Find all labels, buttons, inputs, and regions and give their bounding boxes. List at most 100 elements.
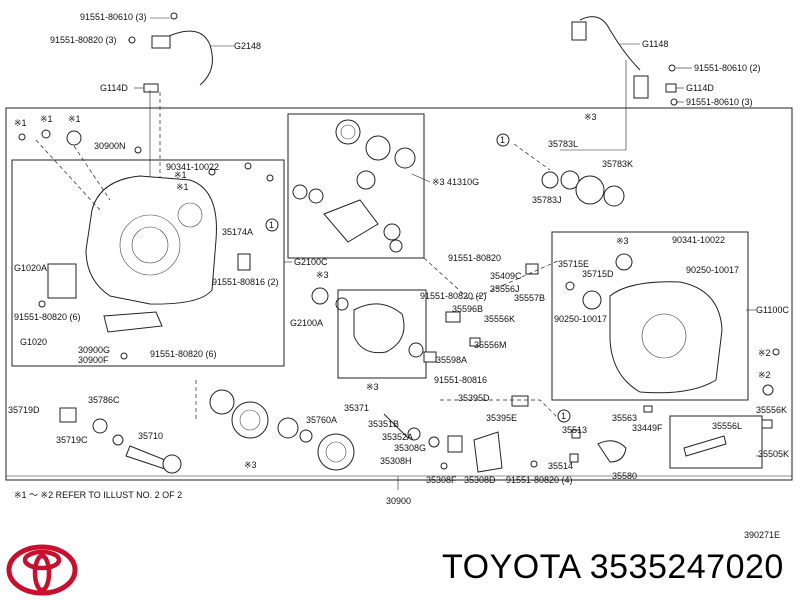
seal-35719d <box>59 407 77 423</box>
part-label: 90250-10017 <box>554 314 607 324</box>
bolt-30900n <box>134 146 142 154</box>
diff-washer-4 <box>389 239 403 253</box>
part-label: 35710 <box>138 431 163 441</box>
gasket-g1020 <box>103 311 163 333</box>
bearing-lower-2 <box>277 417 299 439</box>
housing-bore <box>641 313 687 359</box>
center-diff-box <box>337 289 427 379</box>
case-subassembly-box <box>11 159 285 367</box>
part-label: 90341-10022 <box>672 235 725 245</box>
part-label: 35505K <box>758 449 789 459</box>
part-label: 35786C <box>88 395 120 405</box>
washer-center <box>335 297 349 311</box>
part-label: 35715D <box>582 269 614 279</box>
gear-lower-1-hub <box>239 409 261 431</box>
dash-case-1 <box>35 139 101 211</box>
drive-gear-hub <box>325 441 347 463</box>
seal-35715e <box>615 253 633 271</box>
transfer-housing <box>609 281 723 394</box>
case-bore <box>119 214 181 276</box>
plug-right <box>772 348 780 356</box>
bolt-top-right <box>668 64 676 72</box>
part-label: 35783J <box>532 195 562 205</box>
callout-circle-2 <box>265 218 279 232</box>
plate-35308g <box>447 435 463 453</box>
dash-center-2 <box>440 399 561 421</box>
gear-35351b <box>407 427 421 441</box>
part-label: 91551-80610 (2) <box>694 63 761 73</box>
bearing-35783k <box>603 185 625 207</box>
part-label: 35556L <box>712 421 742 431</box>
sensor-35556m <box>469 337 481 347</box>
part-label: G1148 <box>642 39 668 49</box>
bolt-35308h <box>440 462 448 470</box>
sensor-g1020a <box>47 263 77 299</box>
part-label: 90341-10022 <box>166 162 219 172</box>
part-label: 35174A <box>222 227 253 237</box>
bearing-35783j <box>541 171 559 189</box>
star-mark: ※3 <box>244 460 257 470</box>
part-label: 91551-80820 (2) <box>420 291 487 301</box>
part-label: 91551-80820 (6) <box>150 349 217 359</box>
part-label: G1100C <box>756 305 789 315</box>
part-label: 35352A <box>382 432 413 442</box>
lever-35598a <box>423 351 437 363</box>
part-label: 35715E <box>558 259 589 269</box>
part-label: 91551-80820 <box>448 253 501 263</box>
bolt-case-2 <box>244 162 252 170</box>
gasket-right <box>762 384 774 396</box>
toyota-logo-icon <box>6 544 78 596</box>
part-label: 91551-80820 (3) <box>50 35 117 45</box>
part-label: 35719C <box>56 435 88 445</box>
part-label: 35308G <box>394 443 426 453</box>
part-label: 35557B <box>514 293 545 303</box>
bolt-top-left <box>170 12 178 20</box>
part-label: 35760A <box>306 415 337 425</box>
part-label: 35598A <box>436 355 467 365</box>
part-label: G2148 <box>234 41 261 51</box>
diff-bearing-1-inner <box>340 124 356 140</box>
diff-washer-1 <box>394 147 416 169</box>
diff-subassembly-box <box>287 113 425 259</box>
part-label: G1020 <box>20 337 47 347</box>
case-bore-inner <box>131 226 169 264</box>
ring-35352a <box>428 436 440 448</box>
shaft-35710-gear <box>162 454 182 474</box>
part-label: 35563 <box>612 413 637 423</box>
bracket-35596b <box>445 311 461 323</box>
part-label: 35596B <box>452 304 483 314</box>
bolt-case-3 <box>266 174 274 182</box>
illustration-code: 390271E <box>744 530 781 540</box>
diagram-frame <box>5 107 793 481</box>
seal-g2100a <box>311 287 329 305</box>
star-mark: ※3 <box>584 112 597 122</box>
pin-35514 <box>569 453 579 463</box>
part-label: 35783L <box>548 139 578 149</box>
part-label: 35308F <box>426 475 457 485</box>
part-label: ※3 41310G <box>432 177 479 187</box>
part-label: 90250-10017 <box>686 265 739 275</box>
housing-subassembly-box <box>551 231 749 401</box>
part-label: 35580 <box>612 471 637 481</box>
part-label: 35371 <box>344 403 369 413</box>
connector-right <box>571 21 587 41</box>
star-mark: ※3 <box>366 382 379 392</box>
diff-pinion <box>383 223 401 241</box>
part-label: 35556K <box>756 405 787 415</box>
part-label: 35308D <box>464 475 496 485</box>
plug-left <box>41 129 51 139</box>
part-label: 91551-80820 (4) <box>506 475 573 485</box>
part-label: 35351B <box>368 419 399 429</box>
bearing-lower-1 <box>209 389 235 415</box>
dash-center-1 <box>423 257 561 301</box>
connector-left <box>151 35 171 49</box>
diff-gear-2 <box>356 170 376 190</box>
bracket-35174a <box>237 253 251 271</box>
part-label: G2100C <box>294 257 328 267</box>
part-label: G114D <box>100 83 128 93</box>
lever-35395d <box>511 395 529 407</box>
reference-note: ※1 ～ ※2 REFER TO ILLUST NO. 2 OF 2 <box>14 490 183 500</box>
part-label: 35556J <box>490 284 520 294</box>
leader-9 <box>411 173 431 183</box>
bolt-left-1 <box>18 133 26 141</box>
